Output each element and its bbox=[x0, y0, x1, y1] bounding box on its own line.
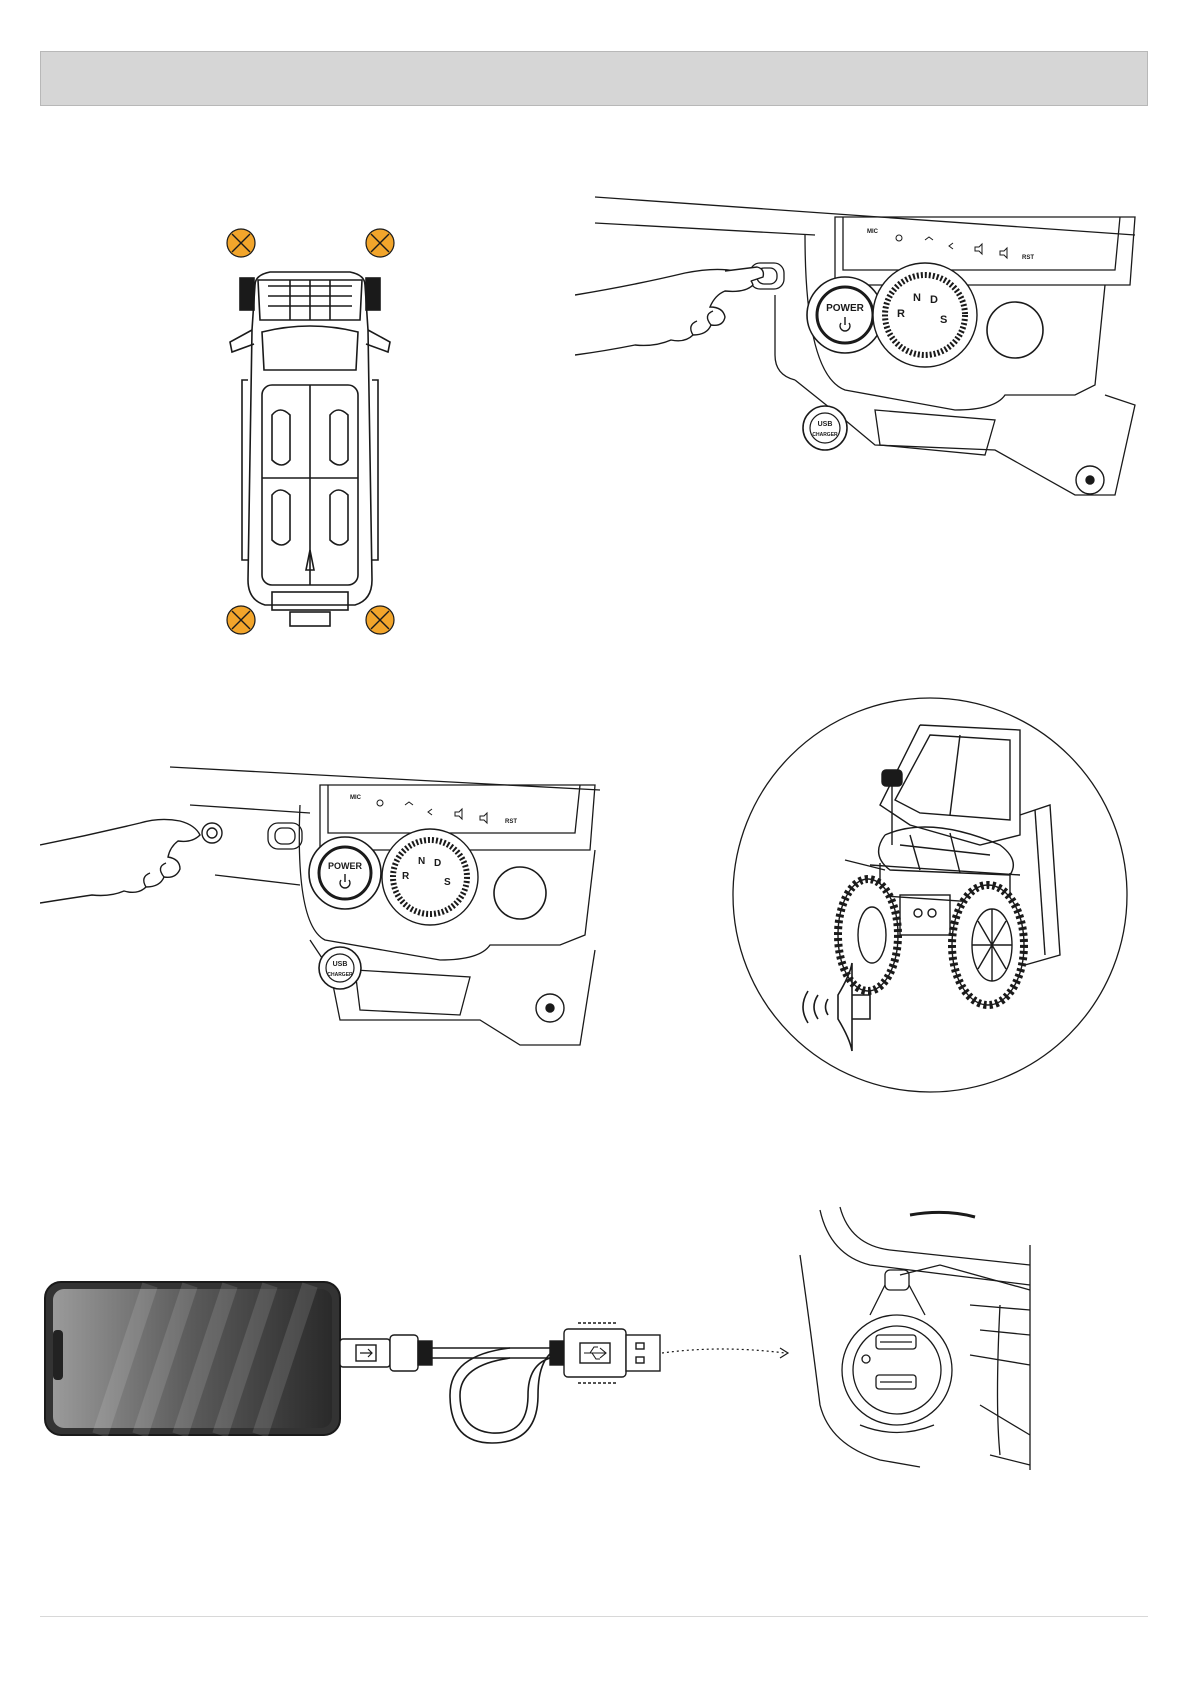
rst-label: RST bbox=[1022, 255, 1034, 261]
usb-charger-socket: USB CHARGER bbox=[319, 947, 361, 989]
insert-direction-arrow bbox=[662, 1349, 785, 1353]
dashboard-press-button-figure: POWER R N D S MIC RST USB CHARGER bbox=[575, 195, 1145, 535]
gear-label-n: N bbox=[913, 292, 921, 304]
gear-label-d: D bbox=[930, 294, 938, 306]
micro-usb-plug bbox=[340, 1335, 432, 1371]
horn-vehicle-front-figure bbox=[720, 695, 1140, 1095]
usb-a-plug bbox=[550, 1323, 660, 1383]
power-button: POWER bbox=[807, 277, 883, 353]
dashboard-remote-key-figure: POWER R N D S MIC RST USB CHARGER bbox=[40, 765, 600, 1065]
volume-knob bbox=[494, 867, 546, 919]
usb-label: USB bbox=[333, 961, 348, 968]
mic-label: MIC bbox=[350, 795, 362, 801]
rear-left-indicator-icon bbox=[227, 606, 255, 634]
volume-knob bbox=[987, 302, 1043, 358]
vehicle-top-view-figure bbox=[200, 220, 420, 650]
front-right-indicator-icon bbox=[366, 229, 394, 257]
power-button: POWER bbox=[309, 837, 381, 909]
gear-label-s: S bbox=[940, 314, 947, 326]
footer-divider bbox=[40, 1616, 1148, 1617]
usb-icon bbox=[356, 1345, 376, 1361]
power-button-label: POWER bbox=[328, 861, 363, 871]
usb-charger-socket: USB CHARGER bbox=[803, 406, 847, 450]
gear-label-d: D bbox=[434, 858, 441, 869]
mic-label: MIC bbox=[867, 229, 879, 235]
gear-label-s: S bbox=[444, 877, 451, 888]
usb-phone-charging-figure bbox=[40, 1205, 1120, 1495]
usb-icon bbox=[580, 1343, 610, 1363]
charger-label: CHARGER bbox=[812, 432, 838, 438]
rst-label: RST bbox=[505, 819, 517, 825]
charger-label: CHARGER bbox=[327, 972, 353, 978]
smartphone bbox=[45, 1282, 340, 1435]
usb-socket-closeup bbox=[800, 1207, 1030, 1470]
gear-label-r: R bbox=[897, 308, 905, 320]
gear-selector-knob: R N D S bbox=[382, 829, 478, 925]
rear-right-indicator-icon bbox=[366, 606, 394, 634]
front-left-indicator-icon bbox=[227, 229, 255, 257]
gear-label-r: R bbox=[402, 871, 410, 882]
hand-holding-remote-illustration bbox=[40, 819, 222, 903]
gear-label-n: N bbox=[418, 856, 425, 867]
section-header-bar bbox=[40, 51, 1148, 106]
power-button-label: POWER bbox=[826, 303, 865, 314]
front-right-wheel bbox=[952, 885, 1024, 1005]
usb-label: USB bbox=[818, 421, 833, 428]
hand-pressing-illustration bbox=[575, 267, 763, 355]
gear-selector-knob: R N D S bbox=[873, 263, 977, 367]
front-left-wheel bbox=[838, 879, 898, 991]
